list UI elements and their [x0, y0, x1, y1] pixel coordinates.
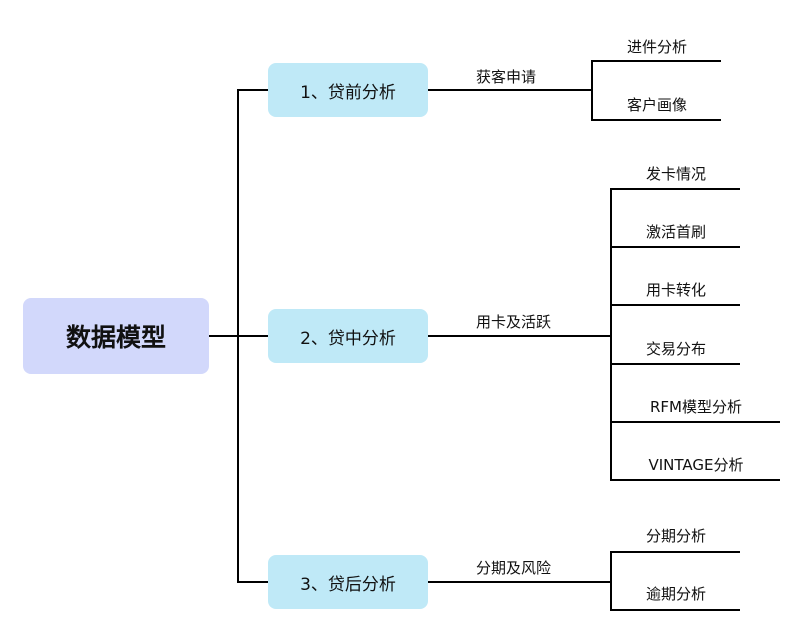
- node-pre-loan-analysis: 1、贷前分析: [268, 63, 428, 117]
- leaf-node: 发卡情况: [645, 165, 706, 183]
- node-in-loan-analysis: 2、贷中分析: [268, 309, 428, 363]
- leaf-node: 用卡转化: [645, 281, 706, 299]
- edge-label-installment-risk: 分期及风险: [476, 559, 552, 577]
- leaf-node: 激活首刷: [645, 223, 706, 241]
- leaf-node: RFM模型分析: [650, 398, 742, 416]
- edge-label-acquisition: 获客申请: [476, 68, 537, 86]
- leaf-node: 分期分析: [645, 527, 706, 545]
- root-node: 数据模型: [23, 298, 209, 374]
- leaf-node: 进件分析: [626, 38, 687, 56]
- leaf-node: VINTAGE分析: [648, 456, 744, 474]
- leaf-node: 逾期分析: [645, 585, 706, 603]
- node-post-loan-analysis: 3、贷后分析: [268, 555, 428, 609]
- leaf-node: 客户画像: [626, 96, 687, 114]
- edge-label-card-activity: 用卡及活跃: [476, 313, 552, 331]
- leaf-node: 交易分布: [645, 340, 706, 358]
